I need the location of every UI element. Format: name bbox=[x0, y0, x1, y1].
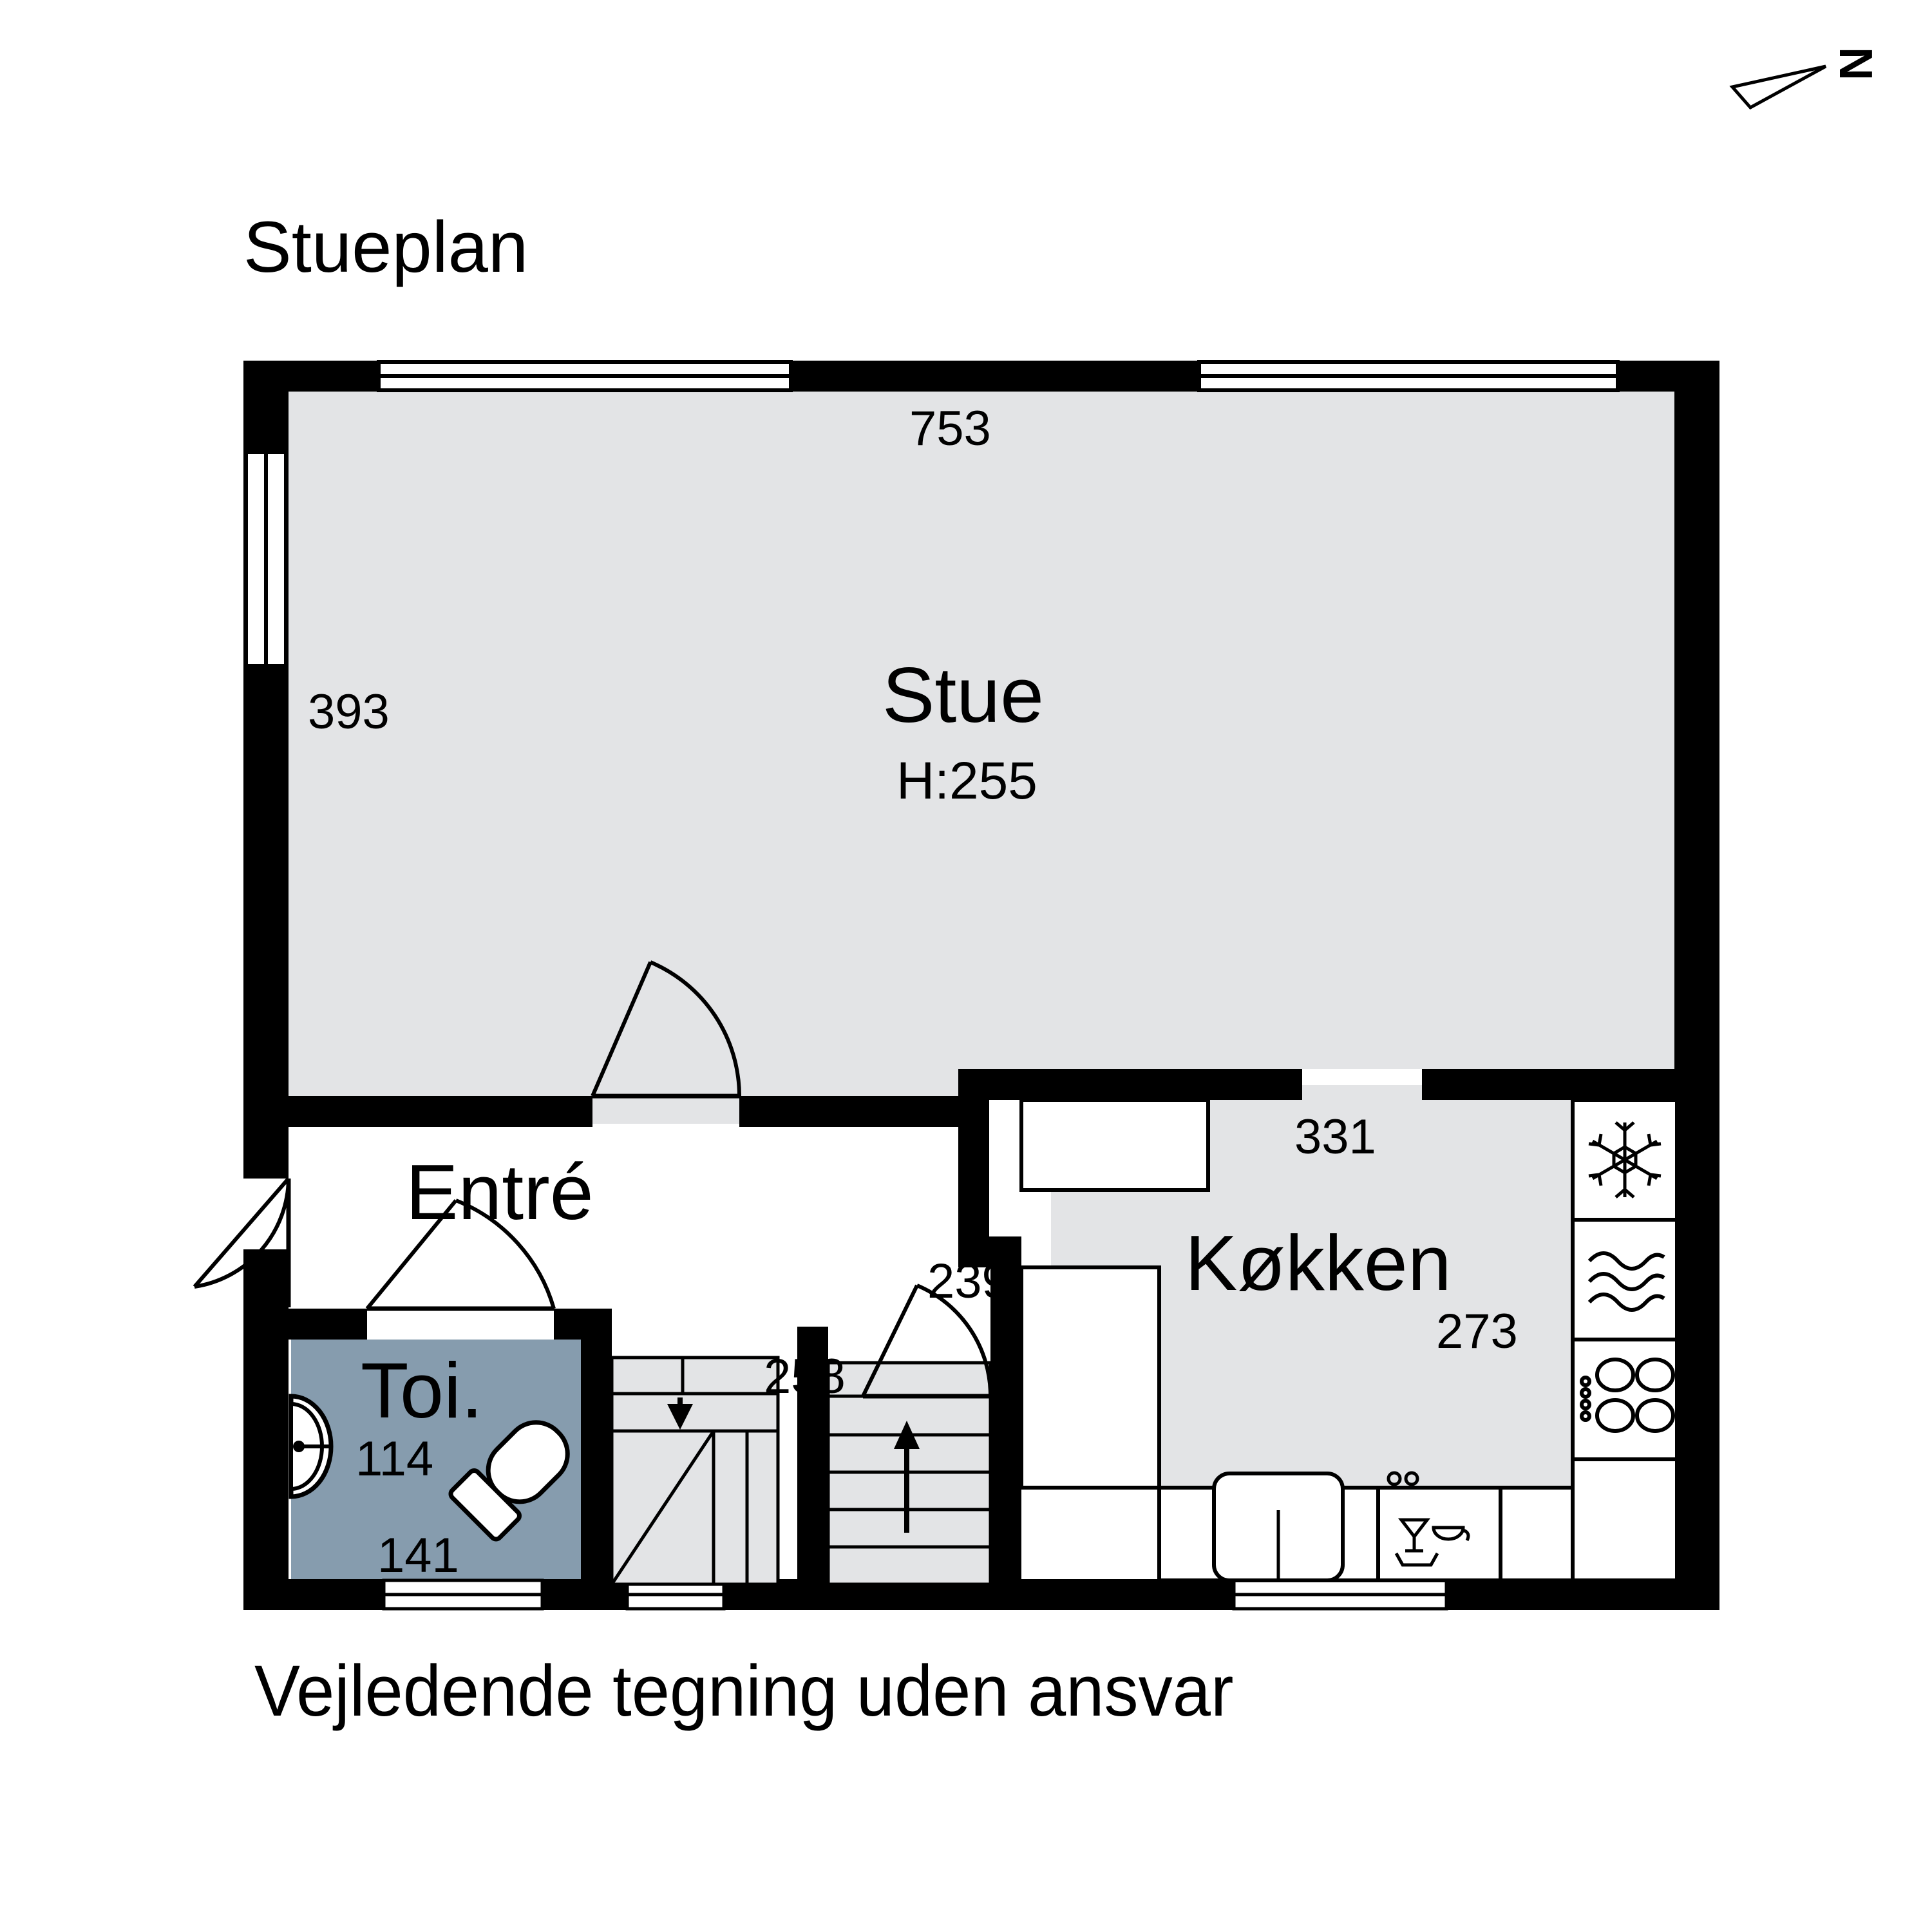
wall-right bbox=[1674, 361, 1719, 1610]
dimension-kitchen-height: 273 bbox=[1436, 1304, 1518, 1359]
wall-toilet-right bbox=[581, 1309, 612, 1586]
dishwasher-unit bbox=[1376, 1486, 1502, 1582]
dimension-stue-width: 753 bbox=[909, 401, 991, 456]
wall-toilet-top-left bbox=[289, 1309, 367, 1340]
compass-label: N bbox=[1830, 47, 1881, 80]
stair-down bbox=[610, 1356, 780, 1586]
freezer-unit bbox=[1571, 1098, 1679, 1222]
counter-corner-unit bbox=[1571, 1457, 1679, 1582]
waves-icon bbox=[1587, 1251, 1665, 1312]
snowflake-icon bbox=[1588, 1121, 1662, 1198]
wall-stair-divider bbox=[797, 1327, 828, 1584]
disclaimer-note: Vejledende tegning uden ansvar bbox=[254, 1651, 1234, 1731]
wall-entry-nub-top bbox=[243, 1096, 289, 1127]
compass-n-letter: N bbox=[1830, 47, 1881, 80]
kitchen-left-counter bbox=[1019, 1265, 1161, 1490]
burners-icon bbox=[1580, 1358, 1675, 1433]
wall-kitchen-top-left bbox=[958, 1069, 1302, 1100]
dimension-stair-down: 258 bbox=[764, 1349, 846, 1404]
north-arrow: N bbox=[1726, 35, 1906, 145]
wall-stue-bottom-left bbox=[289, 1096, 592, 1127]
room-label-kokken: Køkken bbox=[1185, 1219, 1452, 1307]
dimension-toilet-width: 141 bbox=[377, 1528, 459, 1583]
room-label-toilet: Toi. bbox=[361, 1347, 483, 1434]
door-stair bbox=[861, 1283, 993, 1399]
glass-cup-icon bbox=[1394, 1518, 1470, 1567]
wall-entre-kitchen-vert bbox=[958, 1096, 989, 1257]
door-stue bbox=[591, 960, 741, 1099]
wall-kitchen-left-cap bbox=[958, 1236, 1021, 1267]
kokken-fill-lower bbox=[1159, 1372, 1573, 1488]
toilet-fixture bbox=[448, 1420, 570, 1542]
door-entry bbox=[193, 1177, 291, 1307]
page-title: Stueplan bbox=[243, 207, 529, 287]
compass-needle bbox=[1729, 64, 1827, 110]
wall-left-mid bbox=[243, 1127, 289, 1179]
kitchen-upper-cabinet bbox=[1019, 1098, 1210, 1192]
door-toilet bbox=[365, 1198, 556, 1311]
toilet-door-opening bbox=[367, 1309, 554, 1340]
dimension-stair-up: 239 bbox=[927, 1254, 1009, 1309]
stair-up bbox=[826, 1361, 992, 1586]
wall-stue-bottom-right bbox=[739, 1096, 958, 1127]
room-height-stue: H:255 bbox=[896, 752, 1037, 810]
washbasin-fixture bbox=[289, 1394, 334, 1499]
dimension-kitchen-width: 331 bbox=[1294, 1110, 1376, 1164]
room-label-stue: Stue bbox=[882, 651, 1044, 739]
wall-toilet-top-right bbox=[554, 1309, 612, 1340]
wall-left-lower bbox=[243, 1249, 289, 1610]
washer-unit bbox=[1571, 1218, 1679, 1341]
wall-kitchen-left bbox=[990, 1243, 1021, 1610]
stue-floor bbox=[289, 386, 1682, 1069]
dimension-toilet-height: 114 bbox=[355, 1432, 434, 1486]
room-label-entre: Entré bbox=[406, 1148, 594, 1236]
dimension-stue-height: 393 bbox=[308, 685, 390, 739]
dishwasher-controls bbox=[1387, 1471, 1419, 1486]
wall-kitchen-top-right bbox=[1422, 1069, 1682, 1100]
